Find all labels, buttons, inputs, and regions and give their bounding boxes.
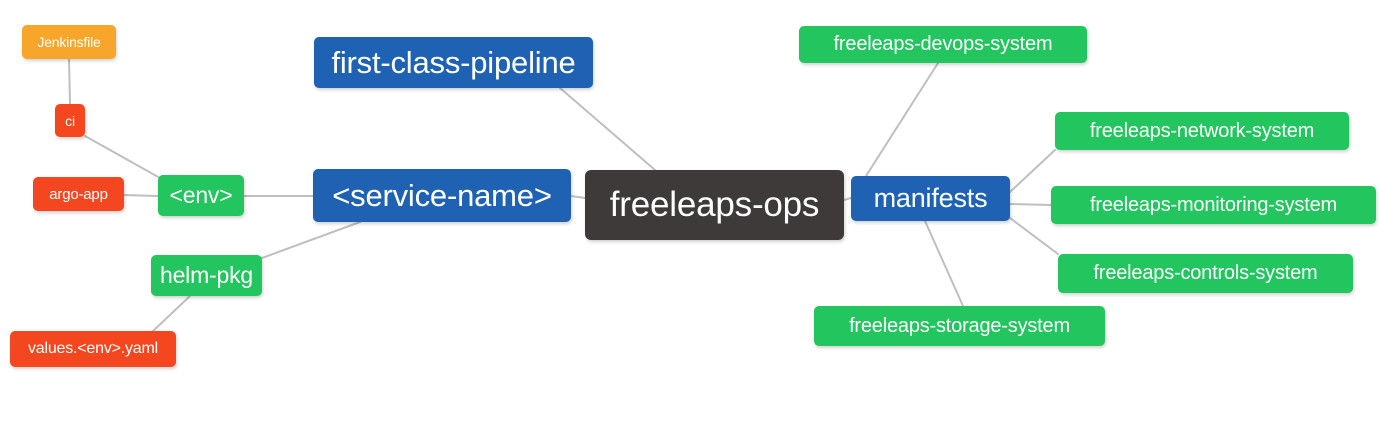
mindmap-node-jenkinsfile[interactable]: Jenkinsfile xyxy=(22,25,116,59)
mindmap-node-ci[interactable]: ci xyxy=(55,104,85,137)
edge-service-name-to-freeleaps-ops xyxy=(570,195,586,199)
mindmap-node-devops-system[interactable]: freeleaps-devops-system xyxy=(799,26,1087,63)
edge-ci-to-env xyxy=(84,135,161,179)
edge-freeleaps-ops-to-manifests xyxy=(843,197,852,201)
mindmap-node-service-name[interactable]: <service-name> xyxy=(313,169,571,222)
mindmap-node-manifests[interactable]: manifests xyxy=(851,176,1010,221)
edge-argo-app-to-env xyxy=(123,194,159,197)
mindmap-node-network-system[interactable]: freeleaps-network-system xyxy=(1055,112,1349,150)
edge-first-class-pipeline-to-freeleaps-ops xyxy=(559,87,656,171)
edge-manifests-to-monitoring-system xyxy=(1009,203,1052,206)
mindmap-node-values-env-yaml[interactable]: values.<env>.yaml xyxy=(10,331,176,367)
edge-manifests-to-controls-system xyxy=(1009,217,1059,255)
mindmap-node-monitoring-system[interactable]: freeleaps-monitoring-system xyxy=(1051,186,1376,224)
mindmap-node-helm-pkg[interactable]: helm-pkg xyxy=(151,255,262,296)
mindmap-node-env[interactable]: <env> xyxy=(158,175,244,216)
mindmap-node-freeleaps-ops[interactable]: freeleaps-ops xyxy=(585,170,844,240)
mindmap-node-controls-system[interactable]: freeleaps-controls-system xyxy=(1058,254,1353,293)
edge-jenkinsfile-to-ci xyxy=(68,58,71,105)
mindmap-node-argo-app[interactable]: argo-app xyxy=(33,177,124,211)
mindmap-node-first-class-pipeline[interactable]: first-class-pipeline xyxy=(314,37,593,88)
edge-manifests-to-storage-system xyxy=(924,220,964,307)
edge-manifests-to-devops-system xyxy=(865,62,939,177)
edge-values-env-yaml-to-helm-pkg xyxy=(151,295,191,333)
edge-manifests-to-network-system xyxy=(1009,149,1056,193)
edge-helm-pkg-to-service-name xyxy=(261,221,361,259)
mindmap-node-storage-system[interactable]: freeleaps-storage-system xyxy=(814,306,1105,346)
